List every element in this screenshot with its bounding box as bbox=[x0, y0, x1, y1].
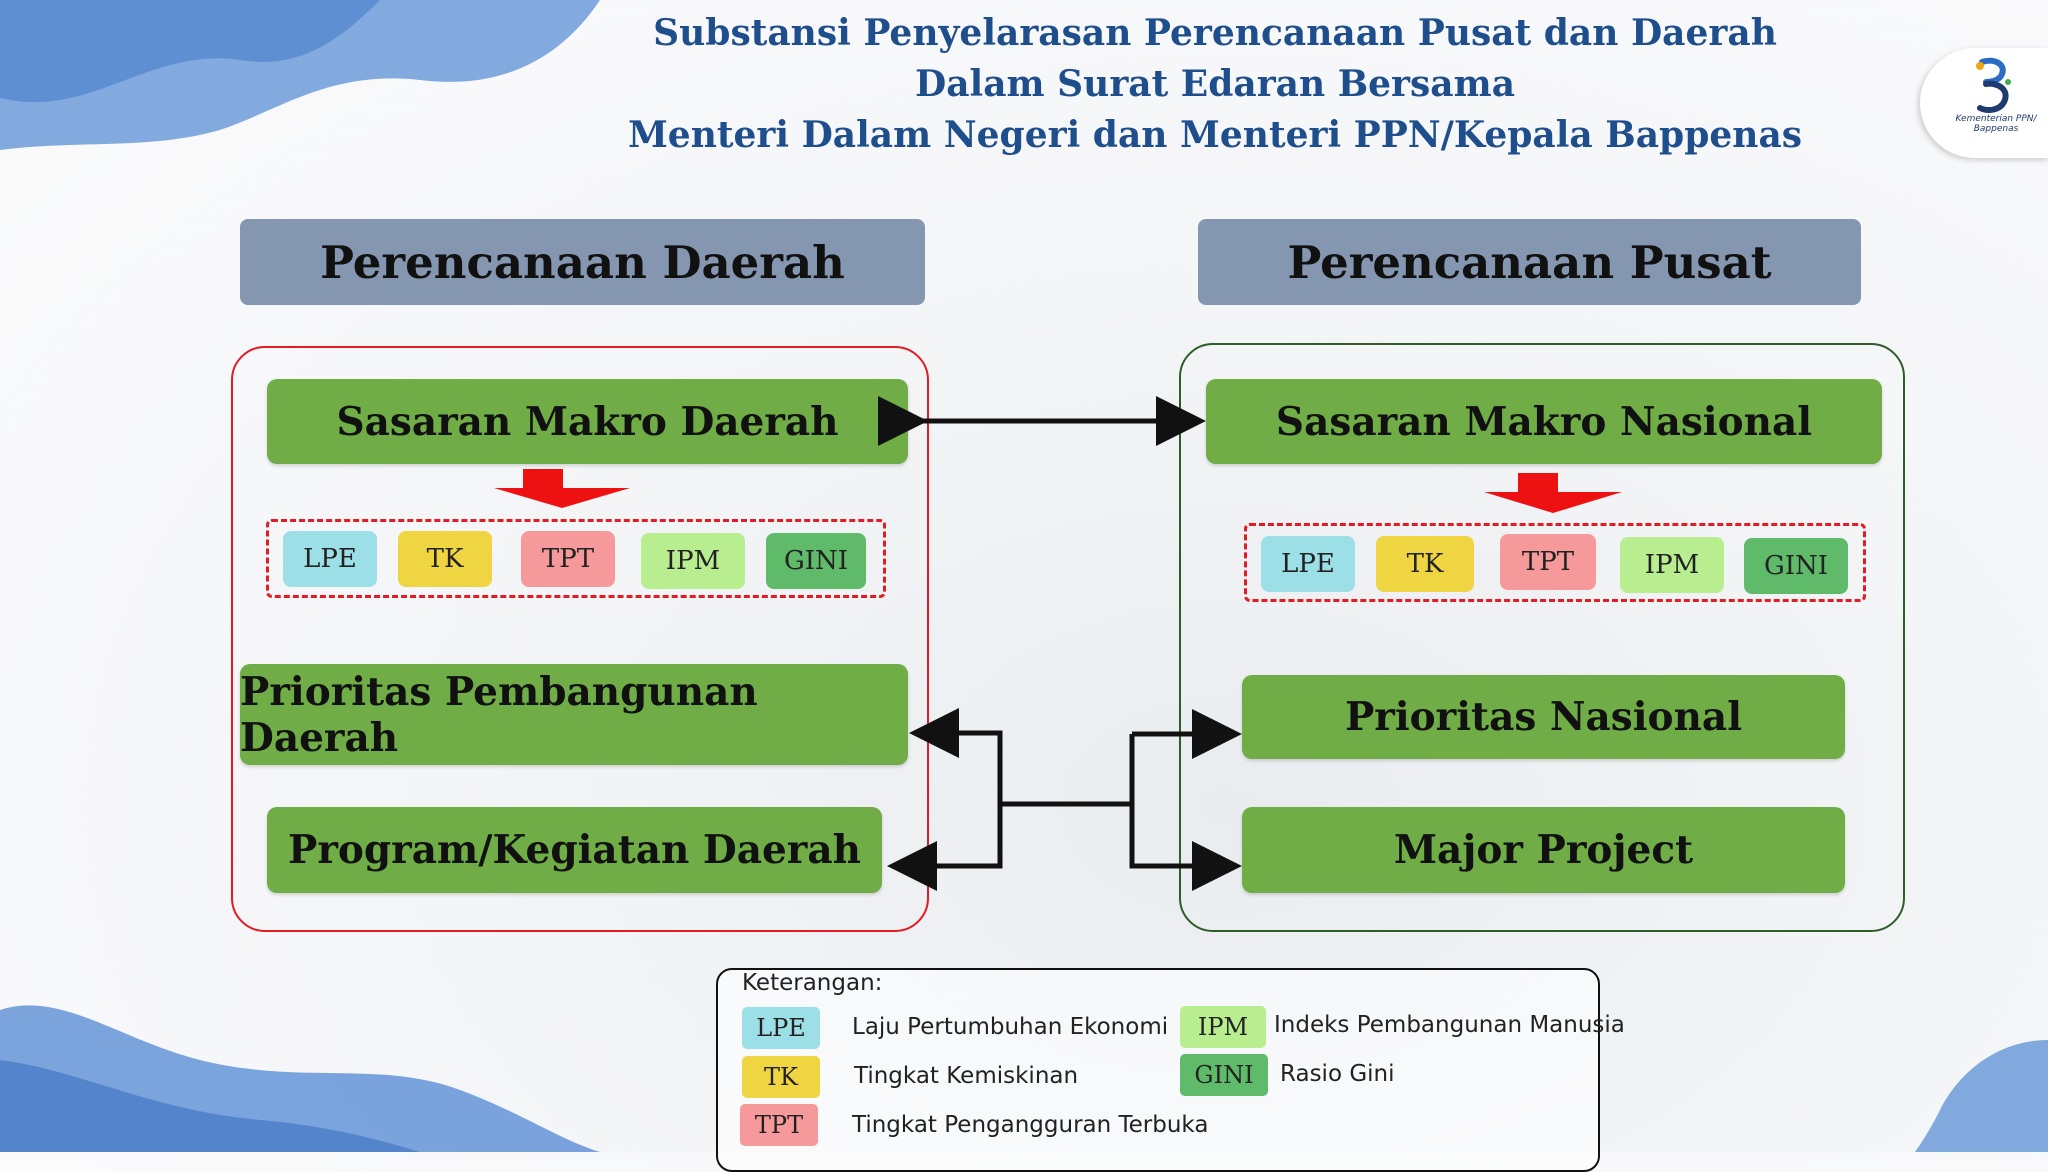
sasaran-makro-daerah: Sasaran Makro Daerah bbox=[267, 379, 908, 464]
legend-chip-ipm: IPM bbox=[1180, 1006, 1266, 1048]
logo-caption: Kementerian PPN/ Bappenas bbox=[1955, 114, 2037, 134]
left-panel-outline bbox=[231, 346, 929, 932]
header-perencanaan-daerah: Perencanaan Daerah bbox=[240, 219, 925, 305]
chip-tk-nasional: TK bbox=[1376, 536, 1474, 592]
title-line-1: Substansi Penyelarasan Perencanaan Pusat… bbox=[653, 12, 1777, 54]
chip-tpt-nasional: TPT bbox=[1500, 534, 1596, 590]
red-down-arrow-daerah bbox=[494, 469, 630, 508]
prioritas-nasional: Prioritas Nasional bbox=[1242, 675, 1845, 759]
chip-gini-nasional: GINI bbox=[1744, 538, 1848, 594]
indicator-group-nasional bbox=[1244, 523, 1866, 602]
title-line-2: Dalam Surat Edaran Bersama bbox=[914, 63, 1516, 105]
red-down-arrow-nasional bbox=[1484, 473, 1622, 513]
chip-gini-daerah: GINI bbox=[766, 533, 866, 589]
chip-lpe-nasional: LPE bbox=[1261, 536, 1355, 592]
title-line-3: Menteri Dalam Negeri dan Menteri PPN/Kep… bbox=[627, 114, 1803, 156]
chip-lpe-daerah: LPE bbox=[283, 531, 377, 587]
chip-ipm-daerah: IPM bbox=[641, 533, 745, 589]
legend-title: Keterangan: bbox=[742, 970, 883, 996]
legend-chip-tk: TK bbox=[742, 1056, 820, 1098]
program-kegiatan-daerah: Program/Kegiatan Daerah bbox=[267, 807, 882, 893]
legend-chip-lpe: LPE bbox=[742, 1007, 820, 1049]
bappenas-logo-icon bbox=[1976, 57, 2011, 113]
legend-chip-tpt: TPT bbox=[740, 1104, 818, 1146]
legend-text-tk: Tingkat Kemiskinan bbox=[854, 1063, 1079, 1089]
bracket-left bbox=[887, 730, 1003, 891]
prioritas-pembangunan-daerah: Prioritas Pembangunan Daerah bbox=[240, 664, 908, 765]
chip-ipm-nasional: IPM bbox=[1620, 537, 1724, 593]
legend-text-lpe: Laju Pertumbuhan Ekonomi bbox=[852, 1014, 1169, 1040]
bappenas-logo: Kementerian PPN/ Bappenas bbox=[1920, 48, 2048, 158]
chip-tpt-daerah: TPT bbox=[521, 531, 615, 587]
legend-box: Keterangan: LPE Laju Pertumbuhan Ekonomi… bbox=[716, 968, 1625, 1172]
bracket-right bbox=[1129, 734, 1242, 891]
indicator-group-daerah bbox=[266, 519, 886, 598]
sasaran-makro-nasional: Sasaran Makro Nasional bbox=[1206, 379, 1882, 464]
major-project: Major Project bbox=[1242, 807, 1845, 893]
legend-text-ipm: Indeks Pembangunan Manusia bbox=[1274, 1012, 1625, 1038]
legend-chip-gini: GINI bbox=[1180, 1054, 1268, 1096]
legend-text-tpt: Tingkat Pengangguran Terbuka bbox=[852, 1112, 1209, 1138]
legend-text-gini: Rasio Gini bbox=[1280, 1061, 1395, 1087]
right-panel-outline bbox=[1179, 343, 1905, 932]
chip-tk-daerah: TK bbox=[398, 531, 492, 587]
header-perencanaan-pusat: Perencanaan Pusat bbox=[1198, 219, 1861, 305]
